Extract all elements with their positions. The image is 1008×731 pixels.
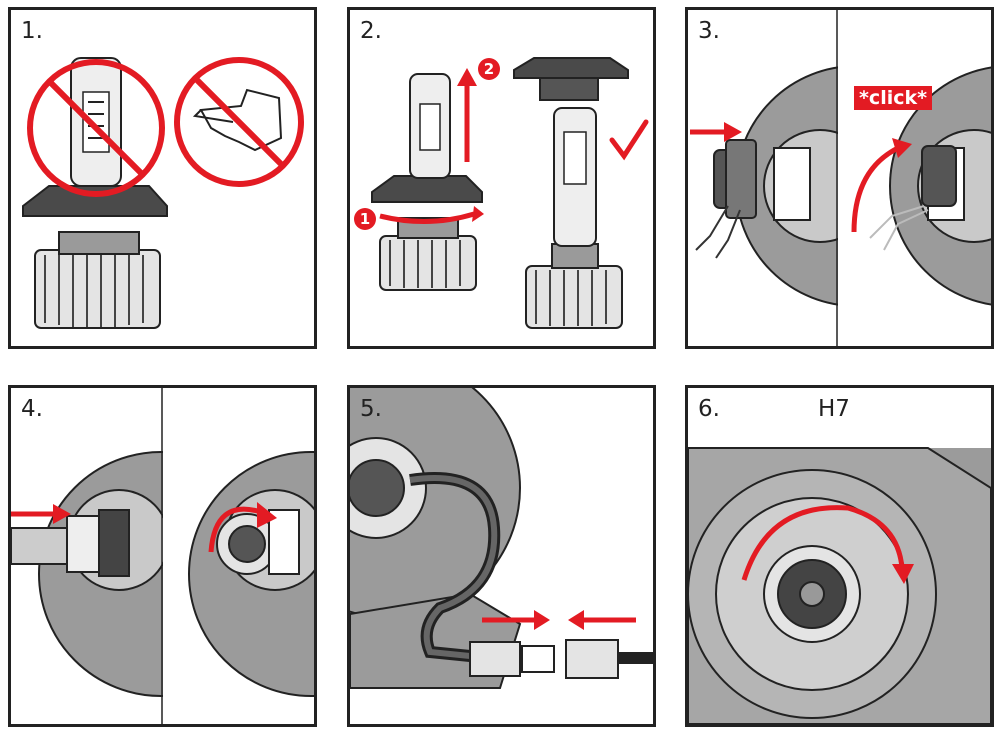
vehicle-connector (565, 639, 653, 679)
bulb-inserted (11, 509, 130, 577)
step-4-illustration (11, 388, 314, 724)
led-bulb-right (513, 57, 629, 329)
step-6-panel: 6. H7 (685, 385, 994, 727)
step-number: 1. (21, 18, 43, 44)
retaining-bracket (713, 139, 811, 221)
step-1-illustration (22, 57, 304, 329)
badge-rotate: 1 (354, 208, 376, 230)
step-3-panel: 3. *click* (685, 7, 994, 349)
rotate-arrow (741, 505, 905, 581)
clip-curve-arrow (851, 145, 900, 233)
step-2-illustration (371, 57, 649, 329)
step-2-panel: 2. 1 2 (347, 7, 656, 349)
step-5-illustration (350, 388, 653, 689)
no-hand-touch-sign (174, 57, 304, 187)
rotate-arrow (208, 506, 262, 553)
step-4-panel: 4. (8, 385, 317, 727)
bulb-flange (22, 185, 168, 217)
step-number: 3. (698, 18, 720, 44)
step-number: 6. (698, 396, 720, 422)
click-label: *click* (854, 86, 933, 110)
no-touch-led-sign (27, 59, 165, 197)
led-bulb-fan-base (34, 231, 161, 329)
step-number: 2. (360, 18, 382, 44)
step-5-panel: 5. (347, 385, 656, 727)
rotate-arrow (379, 211, 475, 224)
step-number: 5. (360, 396, 382, 422)
checkmark-icon (609, 119, 649, 161)
fan-rotated (216, 509, 300, 575)
step-1-panel: 1. (8, 7, 317, 349)
bulb-connector (469, 641, 555, 677)
bulb-type-label: H7 (818, 396, 850, 422)
step-3-illustration (690, 10, 991, 346)
step-number: 4. (21, 396, 43, 422)
step-6-illustration (688, 447, 991, 724)
badge-pull: 2 (478, 58, 500, 80)
